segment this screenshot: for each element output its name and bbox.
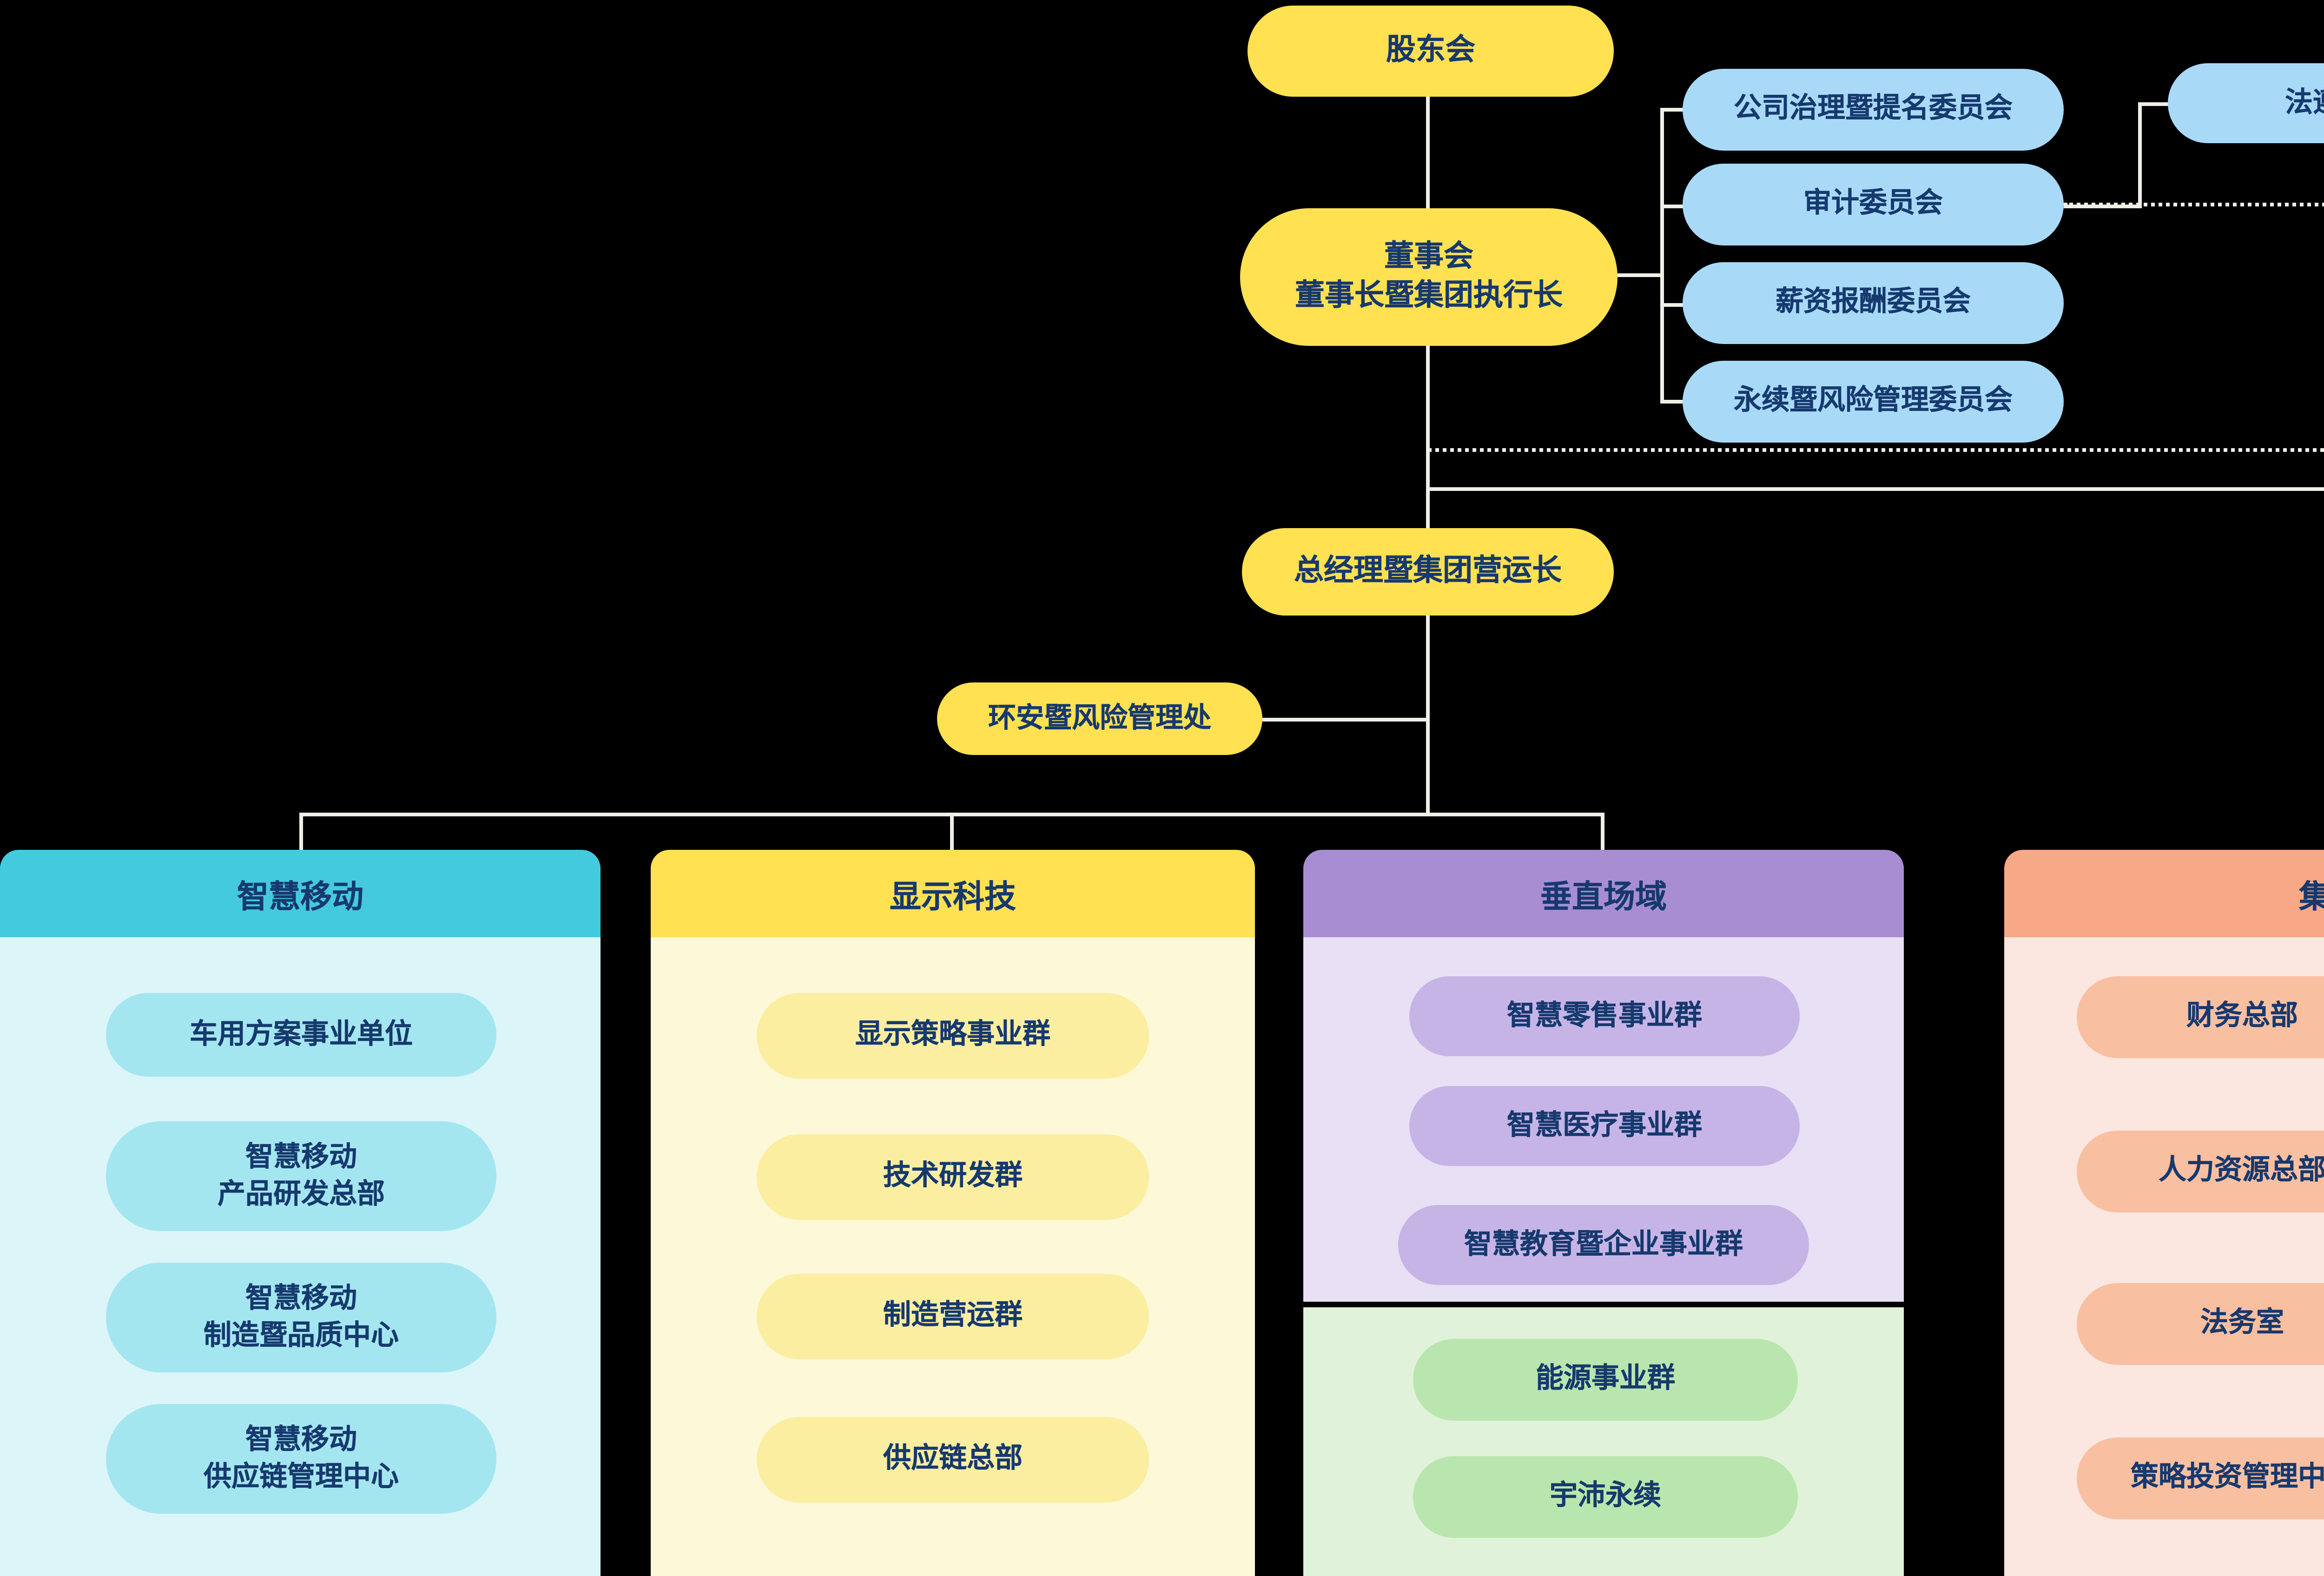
group-display-header: 显示科技 (651, 850, 1255, 937)
group-vertical-item: 智慧医疗事业群 (1409, 1086, 1800, 1166)
node-committee-compensation: 薪资报酬委员会 (1683, 262, 2064, 344)
group-display-item: 制造营运群 (757, 1274, 1149, 1359)
group-vertical-item: 智慧零售事业群 (1409, 976, 1800, 1056)
group-mobility-item: 智慧移动 制造暨品质中心 (106, 1263, 496, 1372)
group-display-item: 供应链总部 (757, 1417, 1149, 1503)
node-board: 董事会 董事长暨集团执行长 (1240, 208, 1618, 346)
connector-support-branch-h (1426, 487, 2324, 491)
node-committee-sustainability-risk: 永续暨风险管理委员会 (1683, 361, 2064, 443)
node-president: 总经理暨集团营运长 (1242, 528, 1614, 616)
group-mobility-item: 车用方案事业单位 (106, 993, 496, 1077)
connector-committee-1-stub (1660, 108, 1684, 112)
connector-committees-spine (1660, 108, 1664, 402)
node-compliance-advisor: 法遵总顾问 (2168, 63, 2324, 143)
connector-board-committees-stub (1618, 273, 1660, 277)
connector-board-president (1426, 346, 1430, 528)
group-support-item: 策略投资管理中心 (2077, 1437, 2324, 1519)
group-mobility-item: 智慧移动 供应链管理中心 (106, 1404, 496, 1514)
connector-drop-mobility (299, 813, 303, 850)
group-support-item: 法务室 (2077, 1283, 2324, 1365)
connector-ehs-office (1262, 718, 1428, 722)
dotted-audit-right (2064, 203, 2324, 206)
connector-committee-2-stub (1660, 205, 1684, 208)
node-ehs-office: 环安暨风险管理处 (937, 682, 1262, 755)
connector-committee-4-stub (1660, 400, 1684, 404)
group-green-item: 宇沛永续 (1413, 1456, 1798, 1538)
dotted-compliance-horizontal (1428, 448, 2324, 452)
group-display-item: 显示策略事业群 (757, 993, 1149, 1079)
node-committee-governance: 公司治理暨提名委员会 (1683, 69, 2064, 151)
connector-shareholders-board (1426, 97, 1430, 208)
connector-compliance-elbow-v (2138, 102, 2142, 208)
group-support-item: 人力资源总部 (2077, 1131, 2324, 1212)
group-display-item: 技术研发群 (757, 1134, 1149, 1220)
node-shareholders: 股东会 (1248, 6, 1614, 97)
node-committee-audit: 审计委员会 (1683, 164, 2064, 245)
connector-audit-compliance-h (2064, 205, 2142, 208)
group-support-item: 财务总部 (2077, 976, 2324, 1058)
connector-president-drop (1426, 616, 1430, 814)
group-vertical-item: 智慧教育暨企业事业群 (1398, 1205, 1809, 1285)
connector-drop-display (950, 813, 954, 850)
group-mobility-header: 智慧移动 (0, 850, 601, 937)
group-support-header: 集团营运支援单位 (2004, 850, 2324, 937)
group-vertical-header: 垂直场域 (1303, 850, 1904, 937)
connector-compliance-elbow-h (2138, 102, 2170, 106)
group-green-item: 能源事业群 (1413, 1339, 1798, 1421)
connector-committee-3-stub (1660, 303, 1684, 307)
group-mobility-item: 智慧移动 产品研发总部 (106, 1121, 496, 1231)
connector-drop-vertical (1601, 813, 1604, 850)
